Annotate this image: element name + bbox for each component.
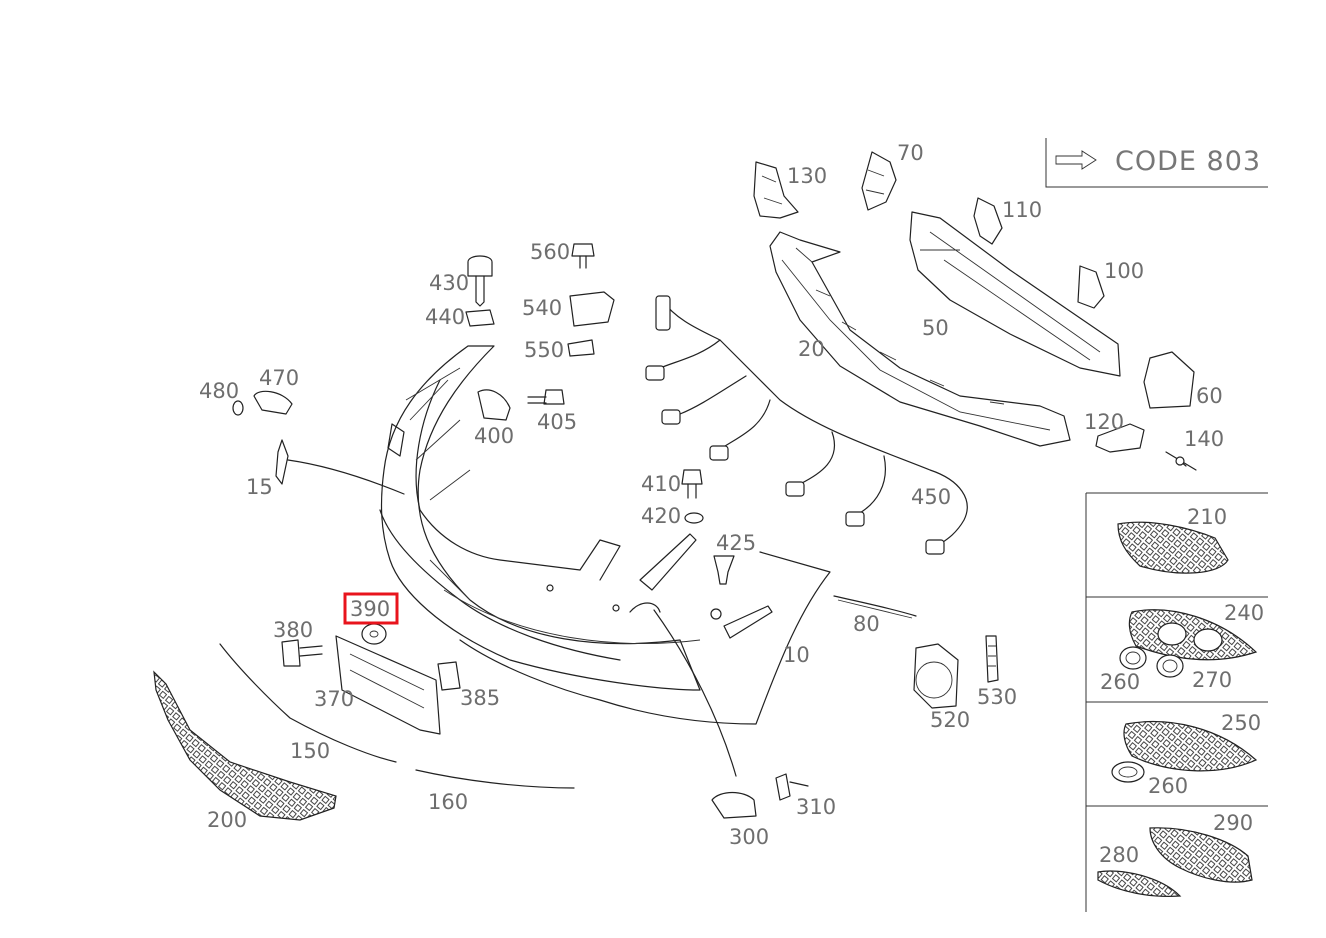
code-803-label: CODE 803 (1115, 146, 1261, 177)
grille-insert-250 (1123, 721, 1258, 772)
label-150: 150 (290, 739, 330, 763)
ring-270 (1156, 654, 1184, 678)
label-80: 80 (853, 612, 880, 636)
tow-cover-300 (711, 791, 757, 819)
label-440: 440 (425, 305, 465, 329)
label-310: 310 (796, 795, 836, 819)
label-50: 50 (922, 316, 949, 340)
washer-390 (361, 623, 387, 645)
bolt-410 (681, 469, 703, 485)
label-20: 20 (798, 337, 825, 361)
grille-insert-290 (1149, 827, 1253, 883)
label-420: 420 (641, 504, 681, 528)
label-385: 385 (460, 686, 500, 710)
ring-480 (232, 400, 244, 416)
grille-200 (153, 670, 337, 821)
bumper-cover-10: 10 (379, 345, 831, 725)
label-520: 520 (930, 708, 970, 732)
label-160: 160 (428, 790, 468, 814)
ring-260b (1111, 761, 1145, 783)
bolt-430 (467, 255, 493, 277)
label-140: 140 (1184, 427, 1224, 451)
label-470: 470 (259, 366, 299, 390)
trim-strip-150 (219, 643, 397, 763)
label-110: 110 (1002, 198, 1042, 222)
label-15: 15 (246, 475, 273, 499)
label-400: 400 (474, 424, 514, 448)
highlight-box-390 (343, 592, 399, 625)
label-260a: 260 (1100, 670, 1140, 694)
label-250: 250 (1221, 711, 1261, 735)
label-480: 480 (199, 379, 239, 403)
grille-insert-240 (1128, 609, 1258, 661)
upper-brackets: 130 70 110 100 50 20 60 120 140 (753, 141, 1224, 471)
label-10: 10 (783, 643, 810, 667)
bracket-130 (753, 161, 799, 219)
sensor-470 (253, 390, 293, 415)
label-300: 300 (729, 825, 769, 849)
lower-parts: 15 380 370 390 385 150 160 200 80 520 (153, 439, 1017, 849)
variant-panel: 210 240 260 270 250 260 290 280 (1085, 492, 1268, 912)
label-560: 560 (530, 240, 570, 264)
label-410: 410 (641, 472, 681, 496)
bracket-70 (861, 151, 897, 211)
label-210: 210 (1187, 505, 1227, 529)
bracket-60 (1143, 351, 1195, 409)
wiring-harness-450: 450 (645, 295, 968, 555)
grille-insert-210 (1117, 521, 1229, 574)
label-60: 60 (1196, 384, 1223, 408)
bracket-110 (973, 197, 1003, 245)
clip-310 (775, 773, 791, 801)
bolt-405 (543, 389, 565, 405)
label-540: 540 (522, 296, 562, 320)
clip-385 (437, 661, 461, 691)
label-240: 240 (1224, 601, 1264, 625)
bolt-380 (281, 639, 301, 667)
label-290: 290 (1213, 811, 1253, 835)
sensor-holder-400 (477, 389, 511, 421)
trim-80 (833, 595, 917, 617)
clip-425 (713, 555, 735, 585)
label-270: 270 (1192, 668, 1232, 692)
absorber-50 (909, 211, 1121, 377)
label-130: 130 (787, 164, 827, 188)
ring-260 (1119, 646, 1147, 670)
label-120: 120 (1084, 410, 1124, 434)
bracket-530 (985, 635, 999, 683)
arrow-right-icon (1055, 150, 1097, 170)
label-450: 450 (911, 485, 951, 509)
fasteners: 560 430 440 540 550 400 405 470 480 410 … (199, 240, 756, 585)
label-370: 370 (314, 687, 354, 711)
plate-bracket-370 (335, 635, 441, 735)
label-380: 380 (273, 618, 313, 642)
trim-strip-160 (415, 769, 575, 789)
bracket-100 (1077, 265, 1105, 309)
label-280: 280 (1099, 843, 1139, 867)
crossmember-20 (769, 231, 1071, 447)
label-200: 200 (207, 808, 247, 832)
sensor-540 (569, 291, 615, 327)
connector-icon (655, 295, 671, 331)
trim-280 (1097, 870, 1182, 897)
label-100: 100 (1104, 259, 1144, 283)
label-260b: 260 (1148, 774, 1188, 798)
label-430: 430 (429, 271, 469, 295)
label-405: 405 (537, 410, 577, 434)
code-803-box: CODE 803 (1045, 138, 1268, 188)
label-550: 550 (524, 338, 564, 362)
bolt-560 (571, 243, 595, 257)
clip-550 (567, 339, 595, 357)
washer-420 (684, 512, 704, 524)
label-530: 530 (977, 685, 1017, 709)
bracket-120 (1095, 423, 1145, 453)
clip-440 (465, 309, 495, 327)
label-425: 425 (716, 531, 756, 555)
trim-15 (275, 439, 289, 485)
label-70: 70 (897, 141, 924, 165)
label-390: 390 (350, 597, 390, 621)
